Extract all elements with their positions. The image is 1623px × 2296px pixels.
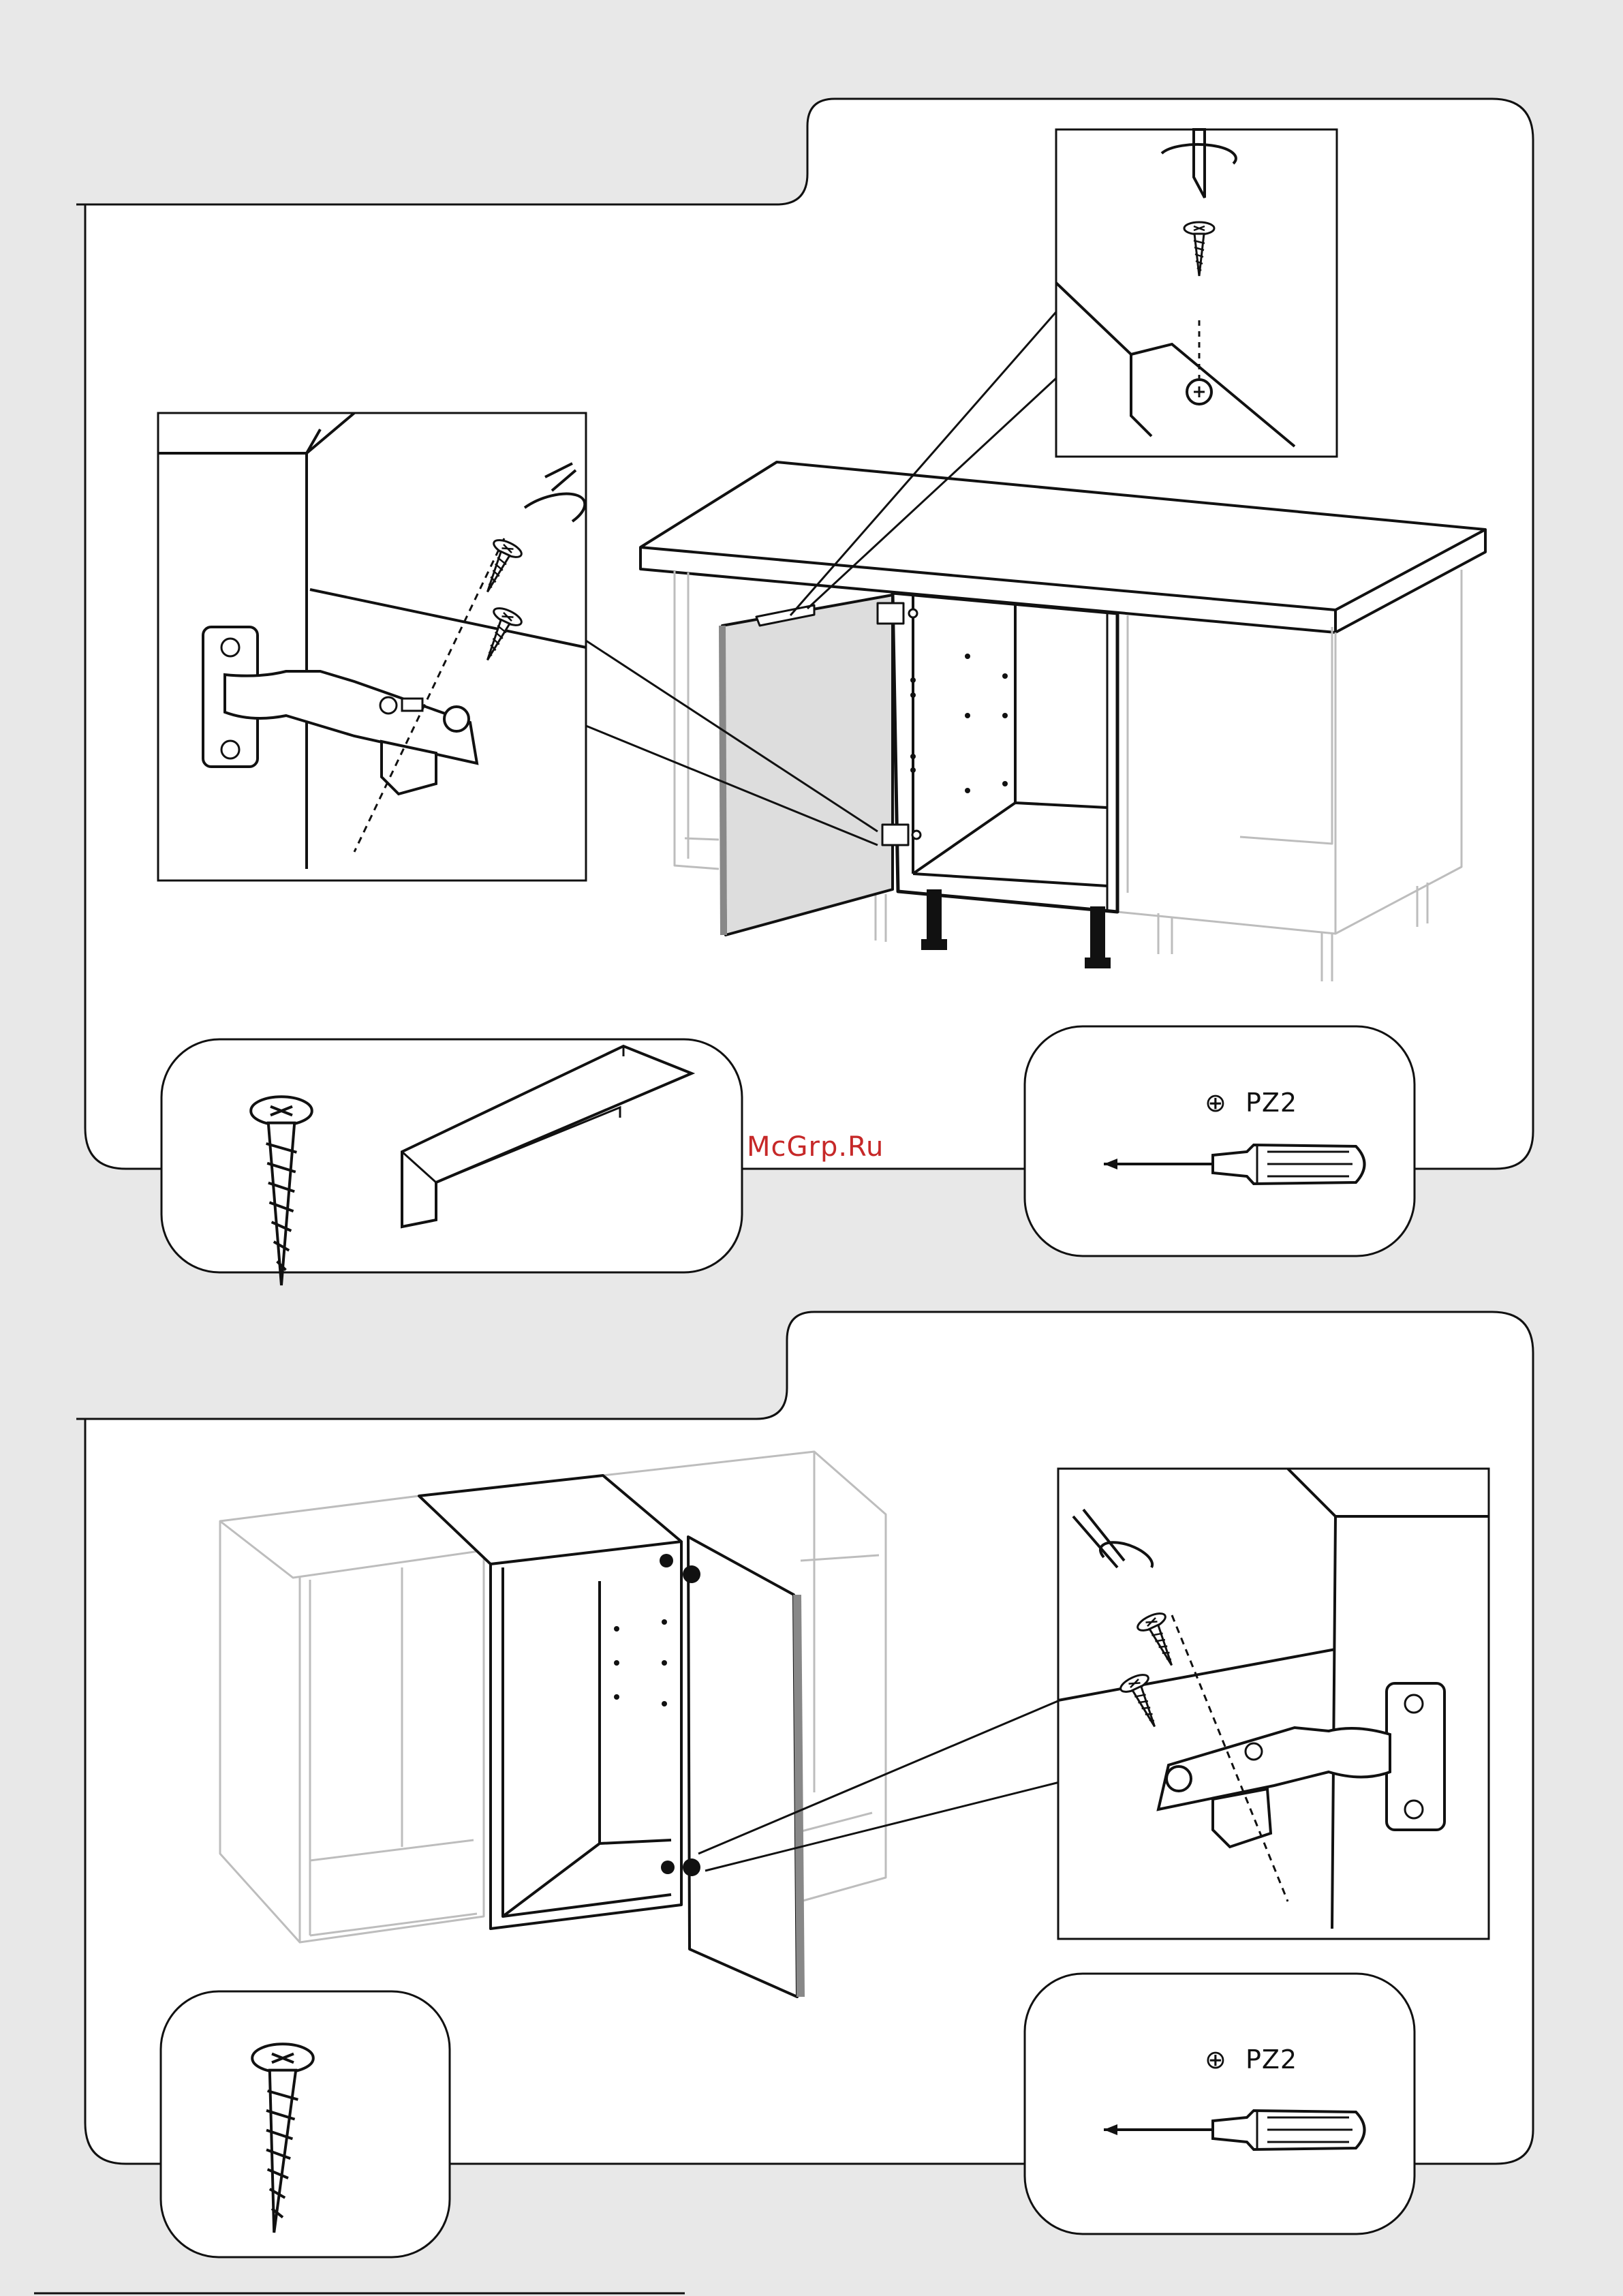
hinge-detail-box-2 bbox=[1058, 1469, 1489, 1939]
tool-size-label: PZ2 bbox=[1246, 1088, 1297, 1118]
parts-box-step-2 bbox=[161, 1991, 450, 2257]
filler-detail-box bbox=[1056, 129, 1337, 457]
parts-box-step-1 bbox=[161, 1039, 742, 1285]
hinge-detail-box bbox=[158, 413, 586, 881]
tool-label-step-1: ⊕ PZ2 bbox=[1205, 1088, 1297, 1118]
phillips-drive-icon: ⊕ bbox=[1205, 1088, 1227, 1118]
watermark: McGrp.Ru bbox=[747, 1131, 884, 1163]
phillips-drive-icon-2: ⊕ bbox=[1205, 2045, 1227, 2075]
tool-box-step-1 bbox=[1025, 1026, 1415, 1256]
tool-label-step-2: ⊕ PZ2 bbox=[1205, 2045, 1297, 2075]
tool-size-label-2: PZ2 bbox=[1246, 2045, 1297, 2075]
tool-box-step-2 bbox=[1025, 1974, 1415, 2234]
